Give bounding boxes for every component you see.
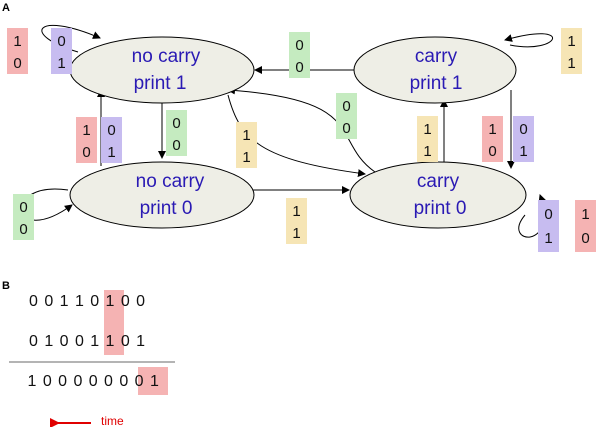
input-tag: 0 1 bbox=[538, 200, 559, 252]
bit-digit: 1 bbox=[106, 293, 115, 310]
bit-digit: 1 bbox=[28, 373, 37, 390]
svg-text:1: 1 bbox=[13, 33, 21, 50]
input-tag: 1 1 bbox=[417, 116, 438, 162]
state-nocarry-print1-line2: print 1 bbox=[134, 73, 187, 94]
highlighted-result-bits bbox=[138, 367, 168, 395]
bit-digit: 0 bbox=[121, 293, 130, 310]
input-tag: 1 0 bbox=[76, 117, 97, 163]
state-carry-print1-line1: carry bbox=[415, 46, 458, 67]
svg-text:1: 1 bbox=[423, 121, 431, 138]
svg-text:1: 1 bbox=[292, 225, 300, 242]
svg-text:0: 0 bbox=[13, 55, 21, 72]
state-nocarry-print0-line2: print 0 bbox=[140, 198, 193, 219]
time-label: time bbox=[101, 414, 124, 427]
bit-digit: 0 bbox=[89, 373, 98, 390]
svg-text:0: 0 bbox=[107, 122, 115, 139]
bit-digit: 0 bbox=[121, 333, 130, 350]
svg-text:0: 0 bbox=[488, 143, 496, 160]
bit-digit: 1 bbox=[44, 333, 53, 350]
bit-digit: 0 bbox=[135, 373, 144, 390]
input-tag: 1 1 bbox=[236, 122, 257, 168]
svg-text:0: 0 bbox=[581, 230, 589, 247]
input-tag: 1 1 bbox=[561, 28, 582, 74]
svg-text:0: 0 bbox=[82, 144, 90, 161]
bit-digit: 0 bbox=[29, 333, 38, 350]
input-tag: 0 0 bbox=[13, 194, 34, 240]
bit-digit: 0 bbox=[58, 373, 67, 390]
svg-text:0: 0 bbox=[342, 98, 350, 115]
edge-self-loop-carry-print1 bbox=[504, 33, 554, 48]
state-carry-print0-line1: carry bbox=[417, 171, 460, 192]
highlighted-column bbox=[104, 290, 124, 355]
input-tag: 0 1 bbox=[51, 28, 72, 74]
svg-text:0: 0 bbox=[544, 206, 552, 223]
bit-digit: 0 bbox=[90, 293, 99, 310]
svg-text:1: 1 bbox=[423, 143, 431, 160]
edge-nocarry-print1-to-carry-print0 bbox=[227, 94, 366, 178]
svg-text:1: 1 bbox=[567, 33, 575, 50]
input-tag: 0 0 bbox=[289, 32, 310, 78]
svg-text:1: 1 bbox=[581, 206, 589, 223]
state-nocarry-print1-line1: no carry bbox=[132, 46, 201, 67]
svg-text:0: 0 bbox=[172, 137, 180, 154]
svg-text:1: 1 bbox=[567, 55, 575, 72]
panel-label-a: A bbox=[2, 2, 10, 14]
input-tag: 1 0 bbox=[7, 28, 28, 74]
state-carry-print0-line2: print 0 bbox=[414, 198, 467, 219]
input-tag: 1 0 bbox=[482, 116, 503, 162]
svg-text:1: 1 bbox=[57, 55, 65, 72]
bit-digit: 0 bbox=[73, 373, 82, 390]
svg-text:0: 0 bbox=[57, 33, 65, 50]
state-nocarry-print0: no carry print 0 bbox=[69, 161, 255, 229]
svg-text:0: 0 bbox=[295, 37, 303, 54]
svg-text:1: 1 bbox=[242, 127, 250, 144]
input-tag: 0 1 bbox=[101, 117, 122, 163]
bit-digit: 0 bbox=[104, 373, 113, 390]
input-tag: 1 1 bbox=[286, 198, 307, 244]
bit-digit: 1 bbox=[136, 333, 145, 350]
state-carry-print0: carry print 0 bbox=[349, 161, 527, 229]
bit-digit: 0 bbox=[43, 373, 52, 390]
svg-text:0: 0 bbox=[172, 115, 180, 132]
bit-digit: 0 bbox=[119, 373, 128, 390]
bit-digit: 1 bbox=[106, 333, 115, 350]
bit-digit: 0 bbox=[136, 293, 145, 310]
bit-digit: 1 bbox=[60, 293, 69, 310]
input-tag: 0 0 bbox=[166, 110, 187, 156]
bit-digit: 0 bbox=[29, 293, 38, 310]
bit-digit: 0 bbox=[75, 333, 84, 350]
panel-label-b: B bbox=[2, 280, 10, 292]
svg-text:0: 0 bbox=[19, 221, 27, 238]
svg-text:0: 0 bbox=[342, 120, 350, 137]
state-nocarry-print0-line1: no carry bbox=[136, 171, 205, 192]
svg-text:1: 1 bbox=[107, 144, 115, 161]
bit-digit: 1 bbox=[150, 373, 159, 390]
input-tag: 0 0 bbox=[336, 93, 357, 139]
bit-digit: 0 bbox=[44, 293, 53, 310]
svg-text:0: 0 bbox=[19, 199, 27, 216]
bit-digit: 0 bbox=[60, 333, 69, 350]
svg-text:1: 1 bbox=[82, 122, 90, 139]
state-carry-print1-line2: print 1 bbox=[410, 73, 463, 94]
svg-text:1: 1 bbox=[242, 149, 250, 166]
svg-text:1: 1 bbox=[292, 203, 300, 220]
state-carry-print1: carry print 1 bbox=[353, 36, 517, 104]
bit-digit: 1 bbox=[75, 293, 84, 310]
svg-text:0: 0 bbox=[519, 121, 527, 138]
svg-text:0: 0 bbox=[295, 59, 303, 76]
svg-text:1: 1 bbox=[544, 230, 552, 247]
svg-text:1: 1 bbox=[488, 121, 496, 138]
state-nocarry-print1: no carry print 1 bbox=[69, 36, 255, 104]
time-indicator: time bbox=[50, 414, 124, 427]
bit-digit: 1 bbox=[90, 333, 99, 350]
svg-text:1: 1 bbox=[519, 143, 527, 160]
input-tag: 1 0 bbox=[575, 200, 596, 252]
input-tag: 0 1 bbox=[513, 116, 534, 162]
